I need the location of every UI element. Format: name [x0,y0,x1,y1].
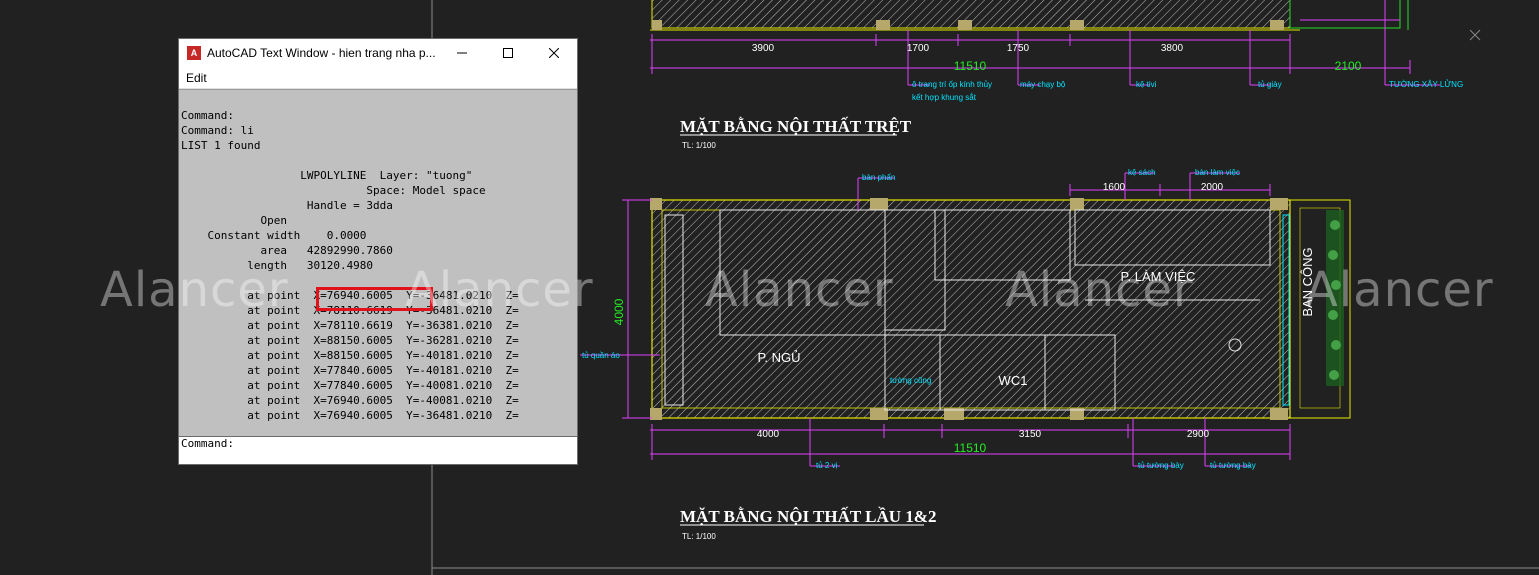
crosshair-mark [1469,29,1481,41]
dimension-label: 4000 [757,429,780,440]
output-line: at point X=76940.6005 Y=-40081.0210 Z= [181,394,519,407]
output-line: at point X=77840.6005 Y=-40081.0210 Z= [181,379,519,392]
dimension-label: 1750 [1007,43,1030,54]
dimension-label: 3800 [1161,43,1184,54]
annotation-text: tủ giày [1258,80,1282,89]
annotation-text: TƯỜNG XÂY LỬNG [1389,80,1463,89]
annotation-text: tủ 2 vị [816,461,838,470]
output-line: LIST 1 found [181,139,261,152]
close-button[interactable] [531,39,577,67]
autocad-text-window[interactable]: A AutoCAD Text Window - hien trang nha p… [178,38,578,465]
annotation-text: tường cũng [890,376,931,385]
output-line: Command: li [181,124,254,137]
dimension-label: 2900 [1187,429,1210,440]
output-line: at point X=76940.6005 Y=-36481.0210 Z= [181,289,519,302]
maximize-button[interactable] [485,39,531,67]
output-line: at point X=76940.6005 Y=-36481.0210 Z= [181,409,519,422]
room-label: WC1 [999,373,1028,388]
annotation-text: ô trang trí ốp kính thủy [912,80,992,89]
autocad-app-icon: A [187,46,201,60]
annotation-text: tủ tường bày [1138,461,1184,470]
output-line [181,273,519,288]
output-line: area 42892990.7860 [181,244,393,257]
menu-edit[interactable]: Edit [186,70,207,85]
output-line: Command: [181,109,234,122]
annotation-text: tủ tường bày [1210,461,1256,470]
dimension-label: 3150 [1019,429,1042,440]
annotation-text: bàn phấn [862,173,895,182]
annotation-text: kệ tivi [1136,80,1157,89]
command-prompt: Command: [181,437,234,450]
output-line: at point X=88150.6005 Y=-36281.0210 Z= [181,334,519,347]
annotation-text: bàn làm việc [1195,168,1240,177]
room-label: BAN CÔNG [1300,247,1315,316]
output-line [181,153,519,168]
annotation-text: máy chạy bộ [1020,80,1066,89]
output-line: at point X=77840.6005 Y=-40181.0210 Z= [181,364,519,377]
dimension-label: 3900 [752,43,775,54]
plan-title: MẶT BẰNG NỘI THẤT LẦU 1&2 [680,507,936,526]
dimension-label: 2100 [1335,59,1362,73]
output-line: Constant width 0.0000 [181,229,367,242]
ground-floor-plan: 3900 1700 1750 3800 11510 2100 ô trang t… [650,0,1463,102]
upper-floor-plan: P. NGỦ P. LÀM VIỆC WC1 BAN CÔNG tường cũ… [580,168,1351,470]
dimension-label: 1600 [1103,182,1126,193]
annotation-text: kệ sách [1128,168,1156,177]
total-dimension-label: 11510 [954,441,987,455]
plan-scale: TL: 1/100 [682,532,716,541]
output-line: Space: Model space [181,184,486,197]
plan-title: MẶT BẰNG NỘI THẤT TRỆT [680,117,912,136]
minimize-icon [457,52,467,54]
window-titlebar[interactable]: A AutoCAD Text Window - hien trang nha p… [179,39,577,67]
maximize-icon [503,48,513,58]
output-line: Handle = 3dda [181,199,393,212]
dimension-label: 1700 [907,43,930,54]
output-line: Open [181,214,287,227]
annotation-text: tủ quần áo [582,351,620,360]
dimension-label: 2000 [1201,182,1224,193]
window-title: AutoCAD Text Window - hien trang nha p..… [207,46,436,60]
command-input-line[interactable]: Command: [179,436,577,451]
menu-bar: Edit [179,67,577,89]
output-line: at point X=78110.6619 Y=-36381.0210 Z= [181,319,519,332]
minimize-button[interactable] [439,39,485,67]
command-output-text: Command: Command: li LIST 1 found LWPOLYLI… [181,108,519,423]
output-line: length 30120.4980 [181,259,374,272]
height-dimension-label: 4000 [612,298,626,325]
annotation-text: kết hợp khung sắt [912,93,977,102]
command-history-output[interactable]: Command: Command: li LIST 1 found LWPOLYLI… [179,89,577,451]
output-line: at point X=88150.6005 Y=-40181.0210 Z= [181,349,519,362]
area-highlight-box [316,287,433,311]
room-label: P. NGỦ [757,350,800,365]
output-line: LWPOLYLINE Layer: "tuong" [181,169,473,182]
total-dimension-label: 11510 [954,59,987,73]
room-label: P. LÀM VIỆC [1121,269,1196,284]
close-icon [549,48,559,58]
plan-scale: TL: 1/100 [682,141,716,150]
